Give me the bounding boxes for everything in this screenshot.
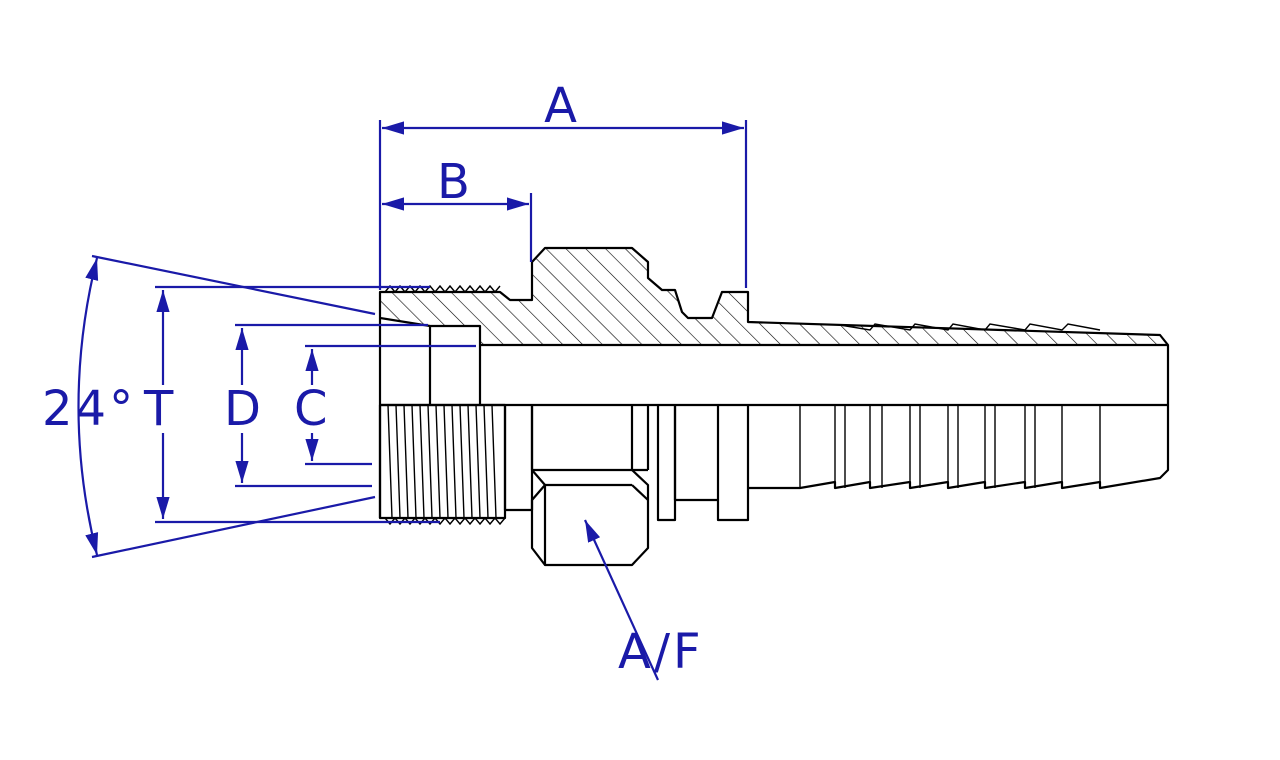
upper-outline xyxy=(378,246,1170,405)
lower-thread xyxy=(378,403,507,526)
label-b: B xyxy=(437,154,473,210)
dimension-a: A xyxy=(378,78,748,290)
hose-tail xyxy=(748,405,1170,490)
label-c: C xyxy=(294,381,331,437)
dimension-af: A/F xyxy=(583,519,704,681)
neck xyxy=(503,405,534,512)
label-a: A xyxy=(544,78,580,134)
dimension-d: D xyxy=(222,323,428,488)
fitting-body xyxy=(378,246,1170,567)
label-d: D xyxy=(224,381,264,437)
label-af: A/F xyxy=(618,624,704,680)
collar xyxy=(673,405,750,522)
hex-nut xyxy=(530,405,677,567)
dimension-t: T xyxy=(143,285,440,524)
dimension-c: C xyxy=(292,344,476,466)
dimension-angle: 24° xyxy=(42,254,376,559)
dimension-b: B xyxy=(382,154,533,262)
label-t: T xyxy=(143,381,176,437)
upper-thread-teeth xyxy=(384,284,501,294)
label-angle: 24° xyxy=(42,381,136,437)
section-hatching xyxy=(380,248,1168,345)
cone-seat xyxy=(379,316,482,405)
upper-barbs xyxy=(839,323,1101,331)
